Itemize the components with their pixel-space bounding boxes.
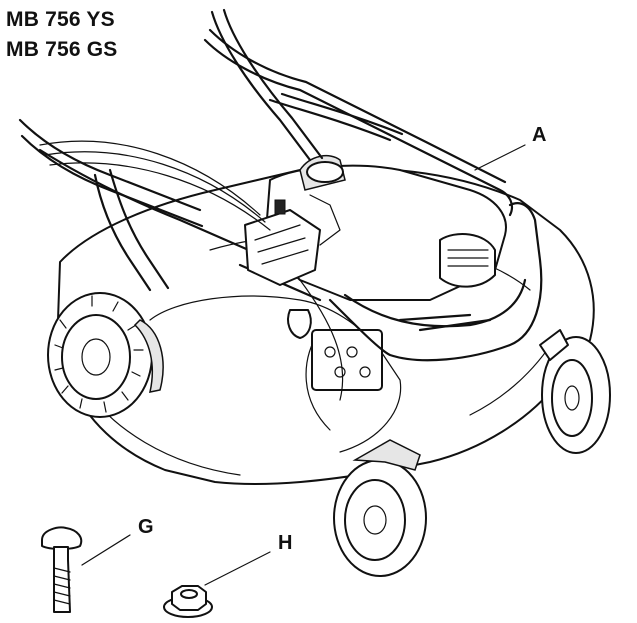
callout-label-h: H <box>278 532 293 554</box>
leader-line-g <box>81 534 131 566</box>
callout-label-a: A <box>532 124 547 146</box>
model-title-ys: MB 756 YS <box>6 8 115 31</box>
rear-frame <box>328 202 543 362</box>
model-title-gs: MB 756 GS <box>6 38 118 61</box>
handlebar <box>18 8 514 401</box>
flange-nut-h <box>163 585 213 618</box>
leader-line-a <box>474 144 526 171</box>
front-wheel <box>333 439 427 577</box>
rear-wheel <box>47 292 164 418</box>
leader-lines <box>81 144 526 586</box>
carriage-bolt-g <box>41 526 83 613</box>
callout-label-g: G <box>138 516 154 538</box>
engine <box>264 154 507 391</box>
side-wheel <box>539 329 611 454</box>
leader-line-h <box>204 551 271 586</box>
